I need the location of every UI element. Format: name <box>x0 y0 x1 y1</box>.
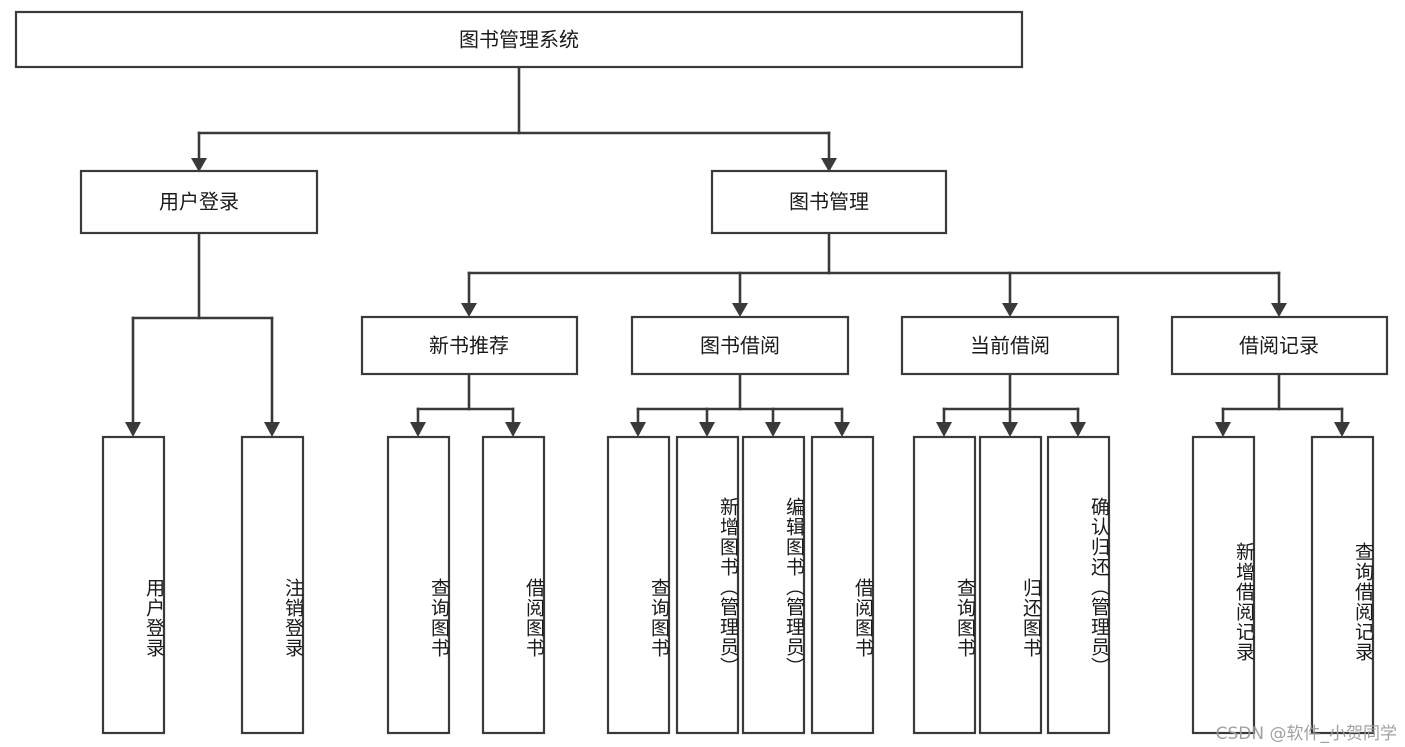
arrowhead-current-borrow <box>1002 303 1018 317</box>
arrowhead-leaf-query-book-1 <box>410 422 426 437</box>
connector-group-book-borrow <box>630 372 850 437</box>
arrowhead-leaf-confirm-return <box>1070 422 1086 437</box>
node-borrow-record[interactable] <box>1170 315 1389 376</box>
csdn-watermark: CSDN @软件_小贺同学 <box>1215 724 1397 744</box>
connector-group-borrow-record <box>1215 372 1350 437</box>
arrowhead-leaf-edit-book <box>765 422 781 437</box>
arrowhead-new-book-recommend <box>461 303 477 317</box>
node-leaf-borrow-book-1[interactable] <box>481 435 546 735</box>
arrowhead-leaf-query-book-3 <box>936 422 952 437</box>
node-leaf-confirm-return[interactable] <box>1046 435 1111 735</box>
arrowhead-leaf-return-book <box>1002 422 1018 437</box>
node-user-login-label: 用户登录 <box>159 190 239 214</box>
node-current-borrow-label: 当前借阅 <box>970 334 1050 358</box>
arrowhead-leaf-add-book <box>699 422 715 437</box>
connector-group-book-manage <box>461 231 1287 317</box>
arrowhead-book-borrow <box>732 303 748 317</box>
node-new-book-recommend[interactable] <box>360 315 579 376</box>
node-new-book-recommend-label: 新书推荐 <box>429 334 509 358</box>
node-leaf-query-record[interactable] <box>1310 435 1375 735</box>
node-leaf-add-book[interactable] <box>675 435 740 735</box>
arrowhead-leaf-borrow-book-2 <box>834 422 850 437</box>
node-current-borrow[interactable] <box>900 315 1120 376</box>
connector-group-user-login <box>125 231 280 437</box>
node-book-manage-label: 图书管理 <box>789 190 869 214</box>
node-user-login[interactable] <box>79 169 319 235</box>
node-leaf-query-book-1[interactable] <box>386 435 451 735</box>
node-leaf-add-record[interactable] <box>1191 435 1256 735</box>
node-borrow-record-label: 借阅记录 <box>1239 334 1319 358</box>
node-leaf-query-book-2[interactable] <box>606 435 671 735</box>
arrowhead-leaf-query-record <box>1334 422 1350 437</box>
node-book-borrow-label: 图书借阅 <box>700 334 780 358</box>
arrowhead-user-login <box>191 158 207 172</box>
arrowhead-leaf-add-record <box>1215 422 1231 437</box>
node-leaf-user-logout[interactable] <box>240 435 305 735</box>
connector-group-current-borrow <box>936 372 1086 437</box>
node-root-label: 图书管理系统 <box>459 28 579 52</box>
connector-group-root <box>191 65 837 172</box>
node-leaf-borrow-book-2[interactable] <box>810 435 875 735</box>
node-leaf-query-book-3[interactable] <box>912 435 977 735</box>
arrowhead-book-manage <box>821 158 837 172</box>
arrowhead-leaf-query-book-2 <box>630 422 646 437</box>
node-book-manage[interactable] <box>710 169 948 235</box>
arrowhead-leaf-user-login <box>125 422 141 437</box>
arrowhead-borrow-record <box>1271 303 1287 317</box>
arrowhead-leaf-borrow-book-1 <box>505 422 521 437</box>
node-leaf-return-book[interactable] <box>978 435 1043 735</box>
connector-group-new-book-recommend <box>410 372 521 437</box>
node-book-borrow[interactable] <box>630 315 850 376</box>
node-leaf-edit-book[interactable] <box>741 435 806 735</box>
arrowhead-leaf-user-logout <box>264 422 280 437</box>
node-leaf-user-login[interactable] <box>101 435 166 735</box>
node-root[interactable] <box>14 10 1024 69</box>
